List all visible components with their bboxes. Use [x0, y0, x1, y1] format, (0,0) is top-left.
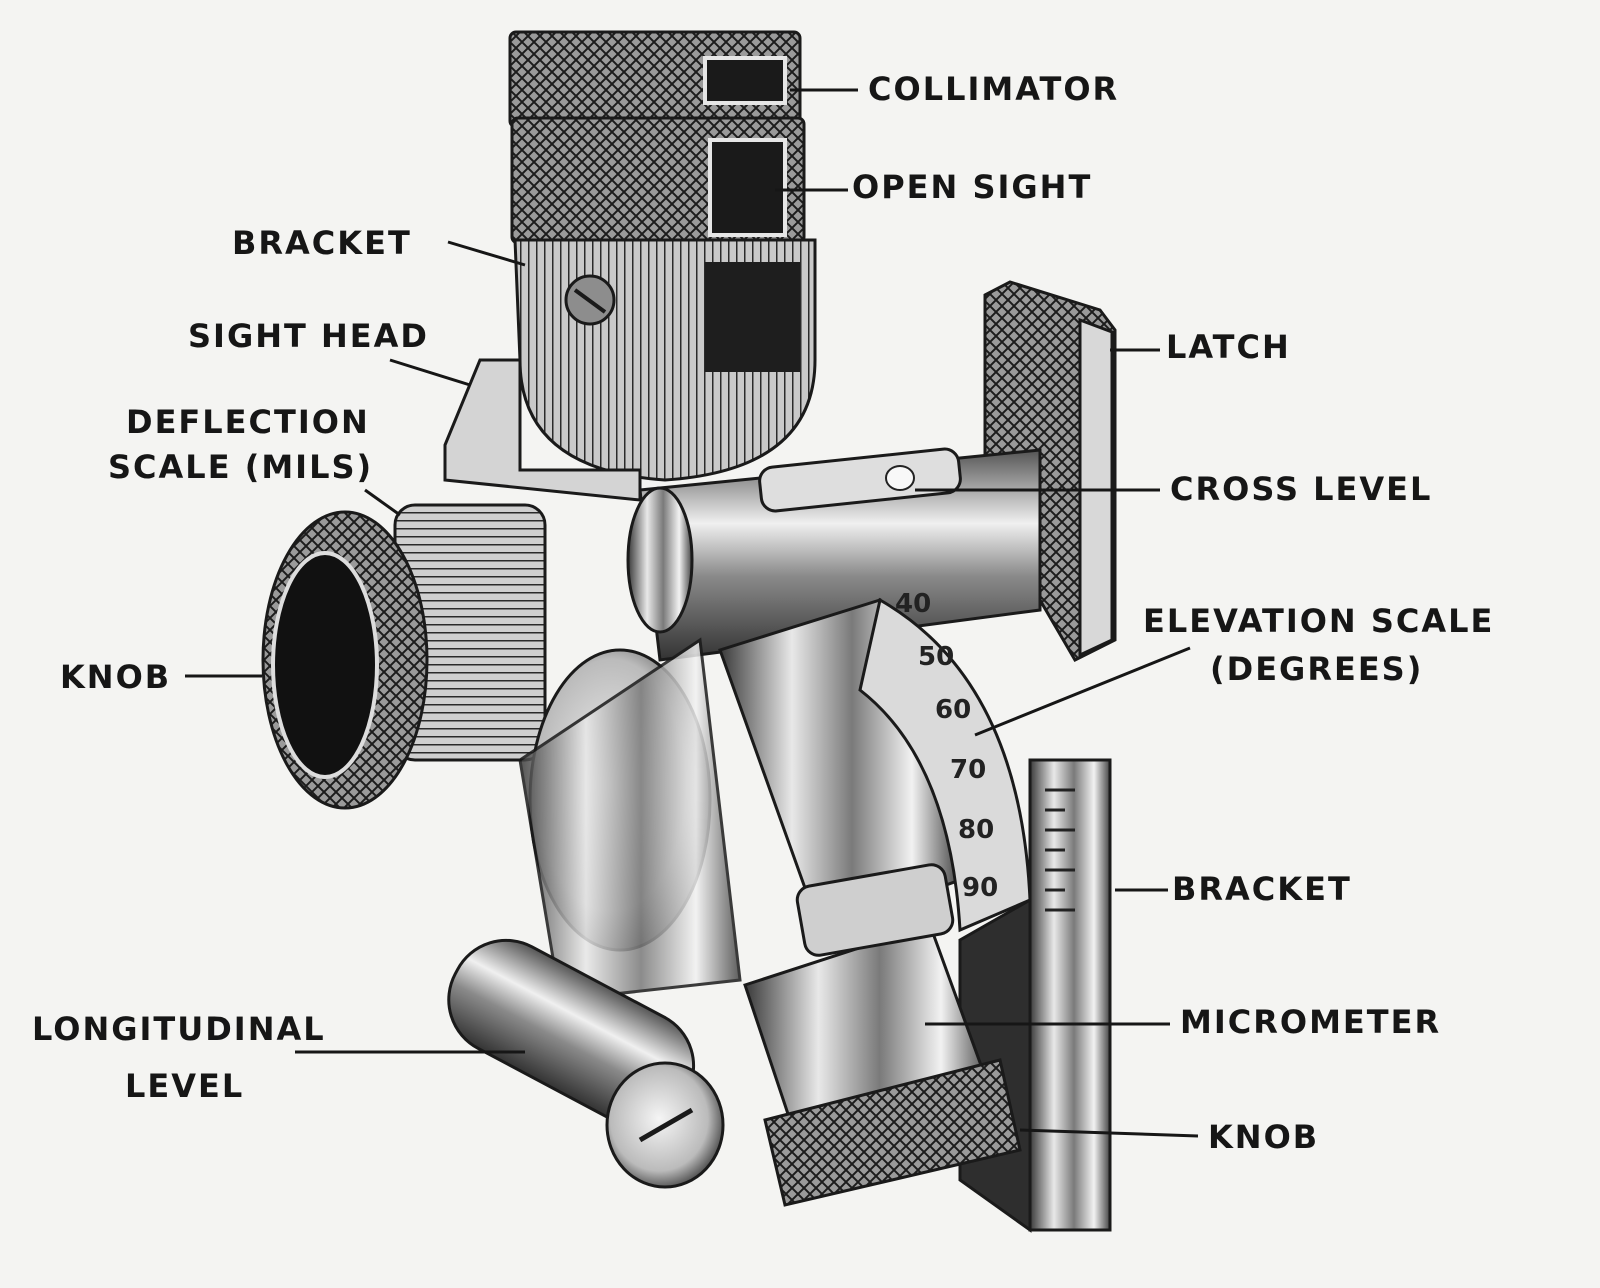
label-collimator: COLLIMATOR [868, 70, 1119, 108]
tube-end-cap [626, 486, 694, 634]
longitudinal-level-cap-slot [638, 1107, 694, 1143]
bracket-top-leader [447, 240, 526, 267]
deflection-leader [364, 488, 401, 517]
callout-labels: COLLIMATOR OPEN SIGHT BRACKET SIGHT HEAD… [32, 70, 1494, 1156]
label-bracket-top: BRACKET [232, 224, 412, 262]
label-bracket-right: BRACKET [1172, 870, 1352, 908]
label-deflection-line2: SCALE (MILS) [108, 448, 373, 486]
cross-level-bubble [885, 465, 915, 491]
sight-head-base [443, 358, 642, 502]
sight-illustration: 40 50 60 70 80 90 [261, 30, 1117, 1233]
label-elevation-line1: ELEVATION SCALE [1143, 602, 1494, 640]
elevation-scale-numbers: 40 50 60 70 80 90 [895, 589, 998, 903]
label-longitudinal-line2: LEVEL [125, 1067, 244, 1105]
elevation-scale-number: 40 [895, 589, 931, 619]
left-knob-face [271, 551, 379, 779]
micrometer-collar [795, 863, 955, 957]
elevation-scale-number: 70 [950, 755, 986, 785]
column-body [518, 637, 742, 1002]
label-deflection-line1: DEFLECTION [126, 403, 370, 441]
label-open-sight: OPEN SIGHT [852, 168, 1092, 206]
elevation-scale-number: 60 [935, 695, 971, 725]
label-cross-level: CROSS LEVEL [1170, 470, 1432, 508]
right-bracket-bar [1028, 758, 1112, 1232]
knob-bottom-leader [1019, 1128, 1199, 1138]
elevation-leader [974, 646, 1191, 737]
label-sight-head: SIGHT HEAD [188, 317, 429, 355]
leader-lines [185, 88, 1199, 1138]
right-bracket-ticks [1045, 788, 1075, 912]
elevation-scale-number: 80 [958, 815, 994, 845]
elevation-scale-number: 50 [918, 642, 954, 672]
label-longitudinal-line1: LONGITUDINAL [32, 1010, 326, 1048]
collimator-window [703, 56, 787, 105]
sight-head-leader [389, 358, 471, 387]
cross-level-vial [758, 447, 962, 513]
sight-head-screw-slot [573, 288, 607, 314]
label-knob-left: KNOB [60, 658, 171, 696]
label-micrometer: MICROMETER [1180, 1003, 1441, 1041]
sight-head-slot [705, 262, 800, 372]
latch-edge [1078, 317, 1114, 658]
label-latch: LATCH [1166, 328, 1291, 366]
open-sight-window [708, 138, 787, 237]
elevation-scale-number: 90 [962, 873, 998, 903]
elevation-arc [858, 597, 1032, 933]
label-knob-bottom: KNOB [1208, 1118, 1319, 1156]
bottom-knob [763, 1058, 1022, 1207]
label-elevation-line2: (DEGREES) [1210, 650, 1423, 688]
